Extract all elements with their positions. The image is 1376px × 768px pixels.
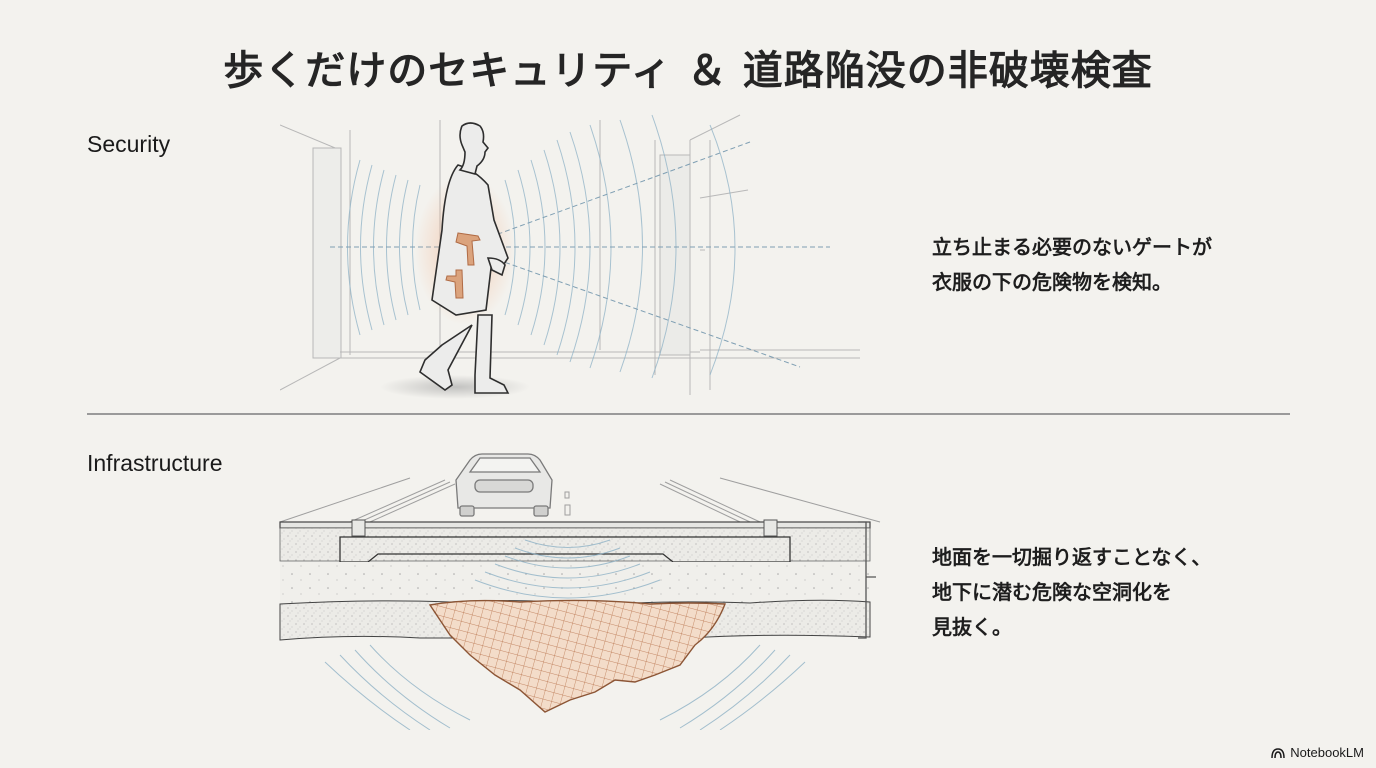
ground-radar-waves bbox=[324, 539, 806, 730]
road-surface bbox=[279, 521, 871, 529]
scan-beam bbox=[330, 141, 830, 368]
section-divider bbox=[87, 413, 1290, 415]
notebooklm-branding: NotebookLM bbox=[1271, 745, 1364, 760]
caption-line: 見抜く。 bbox=[932, 615, 1012, 639]
security-gate-illustration bbox=[280, 114, 860, 399]
slide-title: 歩くだけのセキュリティ ＆ 道路陥没の非破壊検査 bbox=[223, 47, 1153, 94]
caption-line: 地面を一切掘り返すことなく、 bbox=[932, 545, 1212, 569]
security-caption: 立ち止まる必要のないゲートが 衣服の下の危険物を検知。 bbox=[932, 230, 1212, 300]
caption-line: 立ち止まる必要のないゲートが bbox=[932, 235, 1212, 259]
road-perspective bbox=[279, 477, 881, 523]
floor-shadow bbox=[380, 375, 530, 399]
curb-right bbox=[763, 519, 778, 537]
road-cavity-illustration bbox=[279, 453, 881, 730]
concealed-gun-icons bbox=[445, 232, 481, 299]
depth-bracket bbox=[858, 521, 876, 639]
section-label-infrastructure: Infrastructure bbox=[87, 450, 223, 476]
section-label-security: Security bbox=[87, 131, 171, 157]
car-icon bbox=[455, 453, 553, 517]
soil-layer bbox=[280, 562, 870, 605]
room-outline bbox=[280, 114, 860, 395]
cavity-void bbox=[428, 599, 726, 713]
brand-label: NotebookLM bbox=[1290, 745, 1364, 760]
caption-line: 地下に潜む危険な空洞化を bbox=[932, 580, 1172, 604]
notebooklm-logo-icon bbox=[1271, 747, 1286, 758]
caption-line: 衣服の下の危険物を検知。 bbox=[932, 270, 1172, 294]
infrastructure-caption: 地面を一切掘り返すことなく、 地下に潜む危険な空洞化を 見抜く。 bbox=[932, 540, 1211, 645]
curb-left bbox=[351, 519, 366, 537]
